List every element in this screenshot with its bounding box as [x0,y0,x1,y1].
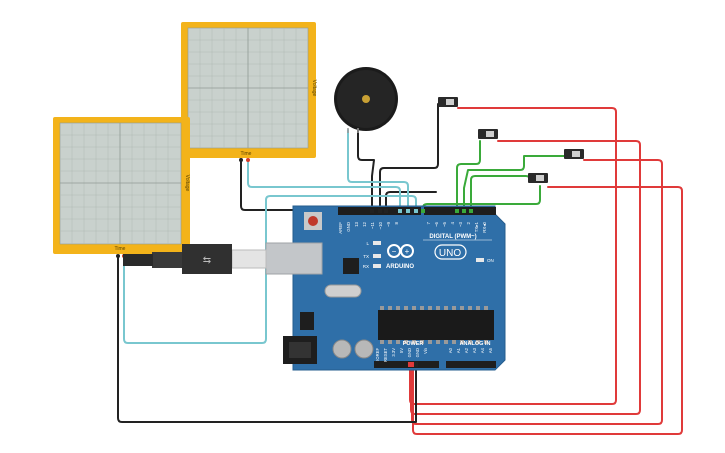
pin-label: TX▸1 [474,221,479,232]
board-model: UNO [439,248,461,259]
scope-probe-neg[interactable] [239,158,243,162]
pin-label: ~3 [458,221,463,227]
arduino-uno-board[interactable]: ⇆ [123,205,506,371]
scope-x-label: Time [241,151,252,157]
slide-switch-1[interactable] [438,97,458,107]
capacitor [332,339,352,359]
green-wires [422,140,567,213]
usb-chip [343,258,359,274]
green-wire-1[interactable] [456,140,481,213]
piezo-buzzer[interactable] [334,67,398,133]
pin-label: ~6 [434,221,439,227]
slide-switch-2[interactable] [478,129,498,139]
slide-switch-4[interactable] [528,173,548,183]
reset-button[interactable] [304,212,322,230]
digital-label: DIGITAL (PWM~) [429,234,476,240]
pin-label: 8 [394,221,399,224]
pin-label: AREF [338,222,343,234]
oscilloscope-left[interactable]: Voltage Time [53,117,190,258]
power-header[interactable] [374,361,439,368]
scope-x-label: Time [115,246,126,252]
pin-label: GND [407,348,412,357]
arduino-logo: − + ARDUINO [386,244,414,270]
analog-header[interactable] [446,361,496,368]
pin-label: Vin [423,347,428,354]
wires [117,103,683,435]
pin-label: A4 [480,347,485,353]
cyan-wire-buzzer[interactable] [347,129,409,213]
scope-y-label: Voltage [184,175,190,192]
pin-label: ~5 [442,221,447,227]
power-label: POWER [403,341,424,347]
pin-label: RESET [383,348,388,362]
logo-minus-icon: − [392,247,397,256]
analog-label: ANALOG IN [460,341,491,347]
pin-label: 5V [399,348,404,353]
pin-label: A2 [464,347,469,353]
on-led-label: ON [487,258,494,263]
status-leds: L TX RX ON [363,241,494,269]
pin-label: A1 [456,347,461,353]
cyan-wire-scope1[interactable] [247,161,401,213]
pin-label: A5 [488,347,493,353]
scope-y-label: Voltage [311,80,317,97]
digital-pin-labels: AREF GND 13 12 ~11 ~10 ~9 8 7 ~6 ~5 4 ~3… [338,221,487,233]
logo-plus-icon: + [405,247,410,256]
analog-pin-labels: A0 A1 A2 A3 A4 A5 [448,347,493,353]
green-wire-2[interactable] [463,155,567,213]
usb-icon: ⇆ [203,255,211,266]
pin-label: ~10 [378,221,383,229]
wire-endpoints [370,209,473,367]
atmega-chip [378,306,494,344]
pin-label: ~9 [386,221,391,227]
tx-led-label: TX [363,254,369,259]
pin-label: 2 [466,221,471,224]
usb-connector[interactable]: ⇆ [123,242,323,275]
crystal-oscillator [324,284,362,298]
scope-probe-pos[interactable] [246,158,250,162]
rx-led-label: RX [363,264,369,269]
red-wire-4[interactable] [412,186,683,435]
black-wire-gnd-switch[interactable] [379,103,447,213]
pin-label: IOREF [375,348,380,361]
slide-switch-3[interactable] [564,149,584,159]
pin-label: ~11 [370,221,375,229]
pin-label: GND [346,222,351,232]
pin-label: 12 [362,221,367,226]
black-wire-scope2[interactable] [117,255,417,423]
oscilloscope-top[interactable]: Voltage Time [181,22,317,162]
pin-label: 4 [450,221,455,224]
voltage-regulator [300,312,314,330]
black-wires [117,103,447,423]
capacitor [354,339,374,359]
pin-label: A0 [448,347,453,353]
scope-grid [60,123,181,244]
board-name: ARDUINO [386,264,414,270]
pin-label: 7 [426,221,431,224]
pin-label: RX◂0 [482,221,487,232]
pin-label: GND [415,348,420,357]
black-wire-scope1[interactable] [240,161,375,211]
scope-probe-neg[interactable] [116,254,120,258]
black-wire-buzzer[interactable] [357,129,375,213]
pin-label: A3 [472,347,477,353]
uno-badge: UNO [434,244,467,260]
dc-power-jack[interactable] [283,336,317,364]
power-pin-labels: IOREF RESET 3.3V 5V GND GND Vin [375,347,428,362]
l-led-label: L [366,241,369,246]
pin-label: 3.3V [391,348,396,357]
pin-label: 13 [354,221,359,226]
